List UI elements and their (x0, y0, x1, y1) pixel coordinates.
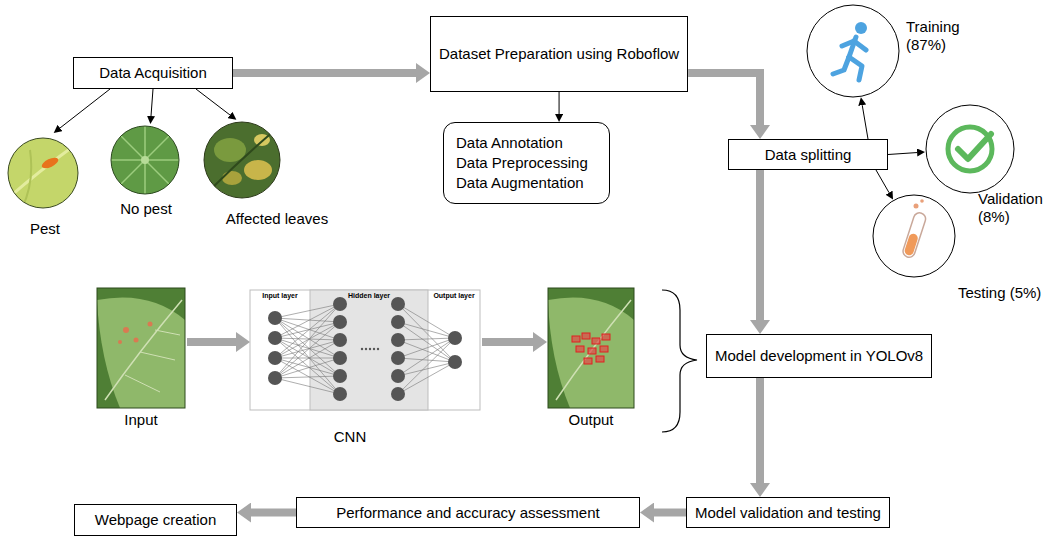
process-box: Data splitting (728, 139, 888, 170)
step-list-box: Data AnnotationData PreprocessingData Au… (443, 122, 610, 204)
flow-arrow (654, 509, 686, 517)
split-arrow (862, 105, 868, 139)
icon (901, 199, 927, 259)
icon (948, 127, 992, 171)
node-text: Testing (5%) (958, 284, 1054, 302)
split-circle: Training (87%) (806, 4, 900, 98)
process-box: Model development in YOLOv8 (706, 334, 932, 378)
flow-arrow (688, 73, 760, 125)
node-text: Validation (8%) (978, 190, 1056, 226)
split-circle: Testing (5%) (872, 194, 956, 278)
node-text: Data splitting (765, 146, 852, 164)
process-box: Performance and accuracy assessment (296, 497, 640, 528)
node-text: Performance and accuracy assessment (336, 504, 599, 522)
output-photo (548, 288, 634, 408)
split-arrow (559, 92, 560, 114)
node-text: Model development in YOLOv8 (715, 347, 923, 365)
node-text: Model validation and testing (695, 504, 881, 522)
node-text: Data Augmentation (456, 173, 584, 193)
bracket (662, 290, 697, 432)
affected-leaf-photo (204, 122, 280, 198)
flow-arrow (756, 170, 764, 320)
image-label: Input (106, 411, 176, 428)
node-text: Webpage creation (95, 511, 216, 529)
layer-label: Input layer (252, 292, 308, 300)
flow-arrow (756, 378, 764, 483)
image-label: Pest (18, 220, 72, 237)
image-label: Affected leaves (210, 210, 344, 227)
node-text: Data Acquisition (99, 64, 207, 82)
node-text: Training (87%) (906, 18, 976, 54)
process-box: Webpage creation (74, 504, 237, 536)
pest-photo (6, 136, 82, 212)
flow-arrow (251, 509, 296, 517)
circle-outline (806, 4, 900, 98)
circle-outline (872, 194, 956, 278)
input-photo (97, 288, 185, 408)
node-text: Dataset Preparation using Roboflow (439, 45, 679, 63)
process-box: Data Acquisition (73, 57, 233, 89)
circle-outline (925, 104, 1015, 194)
process-box: Dataset Preparation using Roboflow (430, 16, 688, 92)
node-text: Data Annotation (456, 133, 563, 153)
figure-label: CNN (315, 428, 385, 445)
image-label: No pest (108, 200, 184, 217)
flow-arrows (187, 338, 533, 346)
healthy-leaf-photo (110, 125, 180, 195)
flow-arrow (233, 69, 416, 77)
layer-label: Hidden layer (312, 292, 426, 300)
node-text: Data Preprocessing (456, 153, 588, 173)
icon (833, 22, 867, 80)
cnn-figure (250, 290, 480, 410)
image-label: Output (556, 411, 626, 428)
leader-lines (60, 89, 230, 128)
split-circle: Validation (8%) (925, 104, 1015, 194)
split-arrow (888, 153, 917, 155)
layer-label: Output layer (429, 292, 479, 300)
split-arrow (876, 170, 889, 193)
process-box: Model validation and testing (686, 497, 890, 528)
